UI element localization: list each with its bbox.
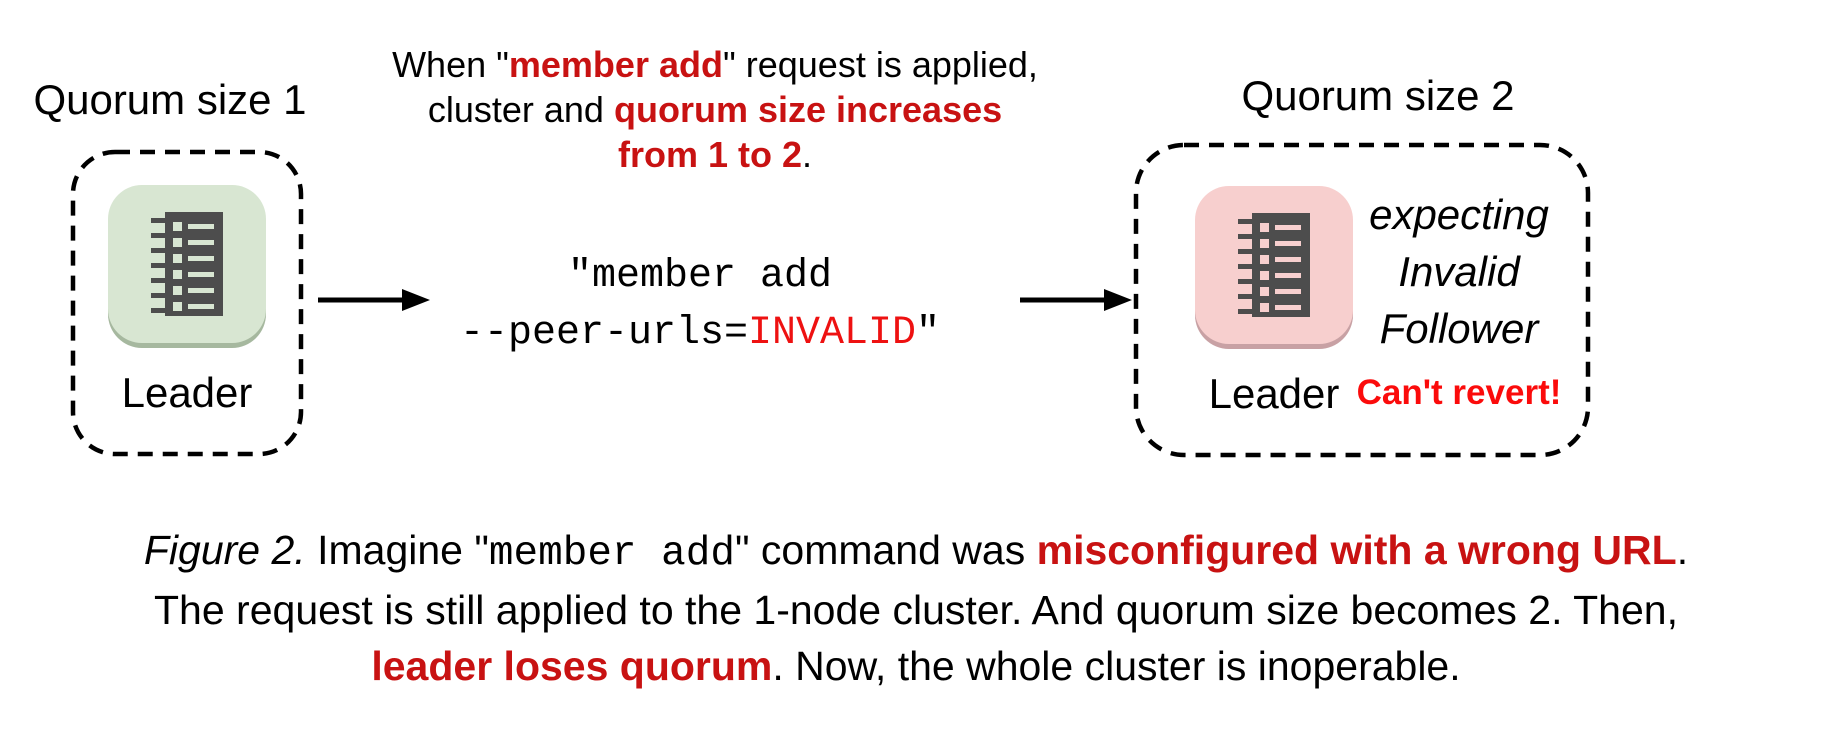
left-cluster-title: Quorum size 1 (33, 76, 307, 123)
annotation-line-1: When "member add" request is applied, (365, 42, 1065, 87)
command-line-1: "member add (567, 254, 833, 299)
server-chip-icon (1238, 213, 1310, 317)
cant-revert-alert: Can't revert! (1356, 373, 1562, 412)
caption-highlight: misconfigured with a wrong URL (1036, 527, 1677, 573)
member-add-annotation: When "member add" request is applied, cl… (365, 42, 1065, 177)
annotation-highlight: member add (508, 44, 723, 85)
caption-text: . Now, the whole cluster is inoperable. (772, 643, 1461, 689)
caption-line-2: The request is still applied to the 1-no… (154, 587, 1678, 633)
expecting-line: expecting (1369, 191, 1549, 238)
caption-highlight: leader loses quorum (371, 643, 773, 689)
leader-label-right: Leader (1208, 370, 1340, 417)
figure-caption: Figure 2. Imagine "member add" command w… (0, 522, 1832, 694)
figure-label: Figure 2. (143, 527, 306, 573)
caption-text: " command was (734, 527, 1037, 573)
annotation-text: cluster and (427, 89, 614, 130)
command-flag: --peer-urls= (459, 311, 748, 356)
expecting-line: Invalid (1398, 248, 1520, 295)
command-close-quote: " (916, 311, 941, 356)
dashed-border (1133, 142, 1591, 458)
member-add-command: "member add --peer-urls=INVALID" (345, 248, 1055, 362)
annotation-text: . (802, 134, 813, 175)
annotation-text: When " (392, 44, 509, 85)
annotation-highlight: from 1 to 2 (617, 134, 802, 175)
annotation-text: " request is applied, (722, 44, 1038, 85)
leader-label-left: Leader (121, 369, 253, 416)
annotation-line-2: cluster and quorum size increases (365, 87, 1065, 132)
server-chip-icon (151, 212, 223, 316)
expecting-follower-note: expecting Invalid Follower (1369, 186, 1549, 357)
arrow-right-icon (318, 289, 430, 311)
caption-text: Imagine " (305, 527, 489, 573)
leader-node-left: Leader (108, 185, 266, 417)
caption-text: . (1676, 527, 1689, 573)
command-line-2: --peer-urls=INVALID" (345, 305, 1055, 362)
caption-line-3: leader loses quorum. Now, the whole clus… (0, 638, 1832, 694)
annotation-line-3: from 1 to 2. (365, 132, 1065, 177)
leader-node-right: Leader (1195, 186, 1353, 458)
leader-server-icon (1195, 186, 1353, 344)
left-cluster-box: Leader (70, 149, 304, 457)
expecting-line: Follower (1379, 305, 1539, 352)
leader-server-icon (108, 185, 266, 343)
command-invalid-value: INVALID (748, 311, 917, 356)
annotation-highlight: quorum size increases (613, 89, 1003, 130)
right-cluster-box: Leader expecting Invalid Follower Can't … (1133, 142, 1591, 458)
arrow-right-icon (1020, 289, 1132, 311)
expecting-column: expecting Invalid Follower Can't revert! (1353, 186, 1565, 458)
right-cluster-title: Quorum size 2 (1241, 72, 1515, 119)
caption-line-1: Figure 2. Imagine "member add" command w… (0, 522, 1832, 582)
dashed-border (70, 149, 304, 457)
caption-code: member add (488, 531, 735, 577)
